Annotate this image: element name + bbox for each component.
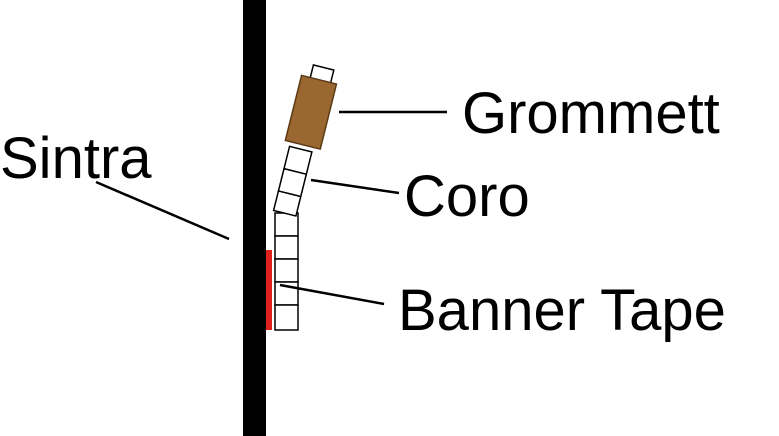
coro-cell bbox=[274, 304, 299, 331]
coro-cell bbox=[272, 190, 302, 217]
sintra-board bbox=[243, 0, 266, 436]
banner-tape-leader-line bbox=[279, 283, 385, 306]
grommett bbox=[284, 64, 338, 151]
banner-tape-label: Banner Tape bbox=[398, 278, 726, 343]
coro-label: Coro bbox=[404, 164, 530, 229]
coro-upper-segment bbox=[272, 145, 313, 217]
coro-leader-line bbox=[310, 178, 400, 195]
grommett-body bbox=[284, 74, 338, 151]
coro-cell bbox=[274, 212, 299, 237]
banner-tape-strip bbox=[266, 250, 272, 330]
coro-cell bbox=[274, 258, 299, 283]
grommett-label: Grommett bbox=[462, 81, 720, 146]
sintra-label: Sintra bbox=[0, 126, 152, 191]
coro-lower-segment bbox=[274, 212, 299, 331]
sintra-leader-line bbox=[95, 180, 230, 241]
coro-cell bbox=[274, 235, 299, 260]
